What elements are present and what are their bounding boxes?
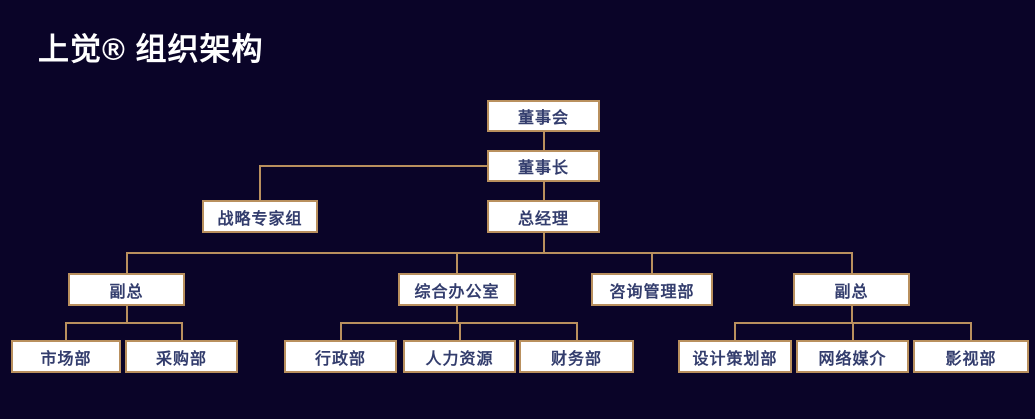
org-node-film-tv: 影视部 xyxy=(913,340,1029,373)
org-node-network-media: 网络媒介 xyxy=(796,340,909,373)
connector-line xyxy=(259,165,261,200)
org-node-deputy-gm-left: 副总 xyxy=(68,273,185,306)
org-node-chairman: 董事长 xyxy=(487,150,600,182)
connector-line xyxy=(340,323,342,340)
org-node-finance: 财务部 xyxy=(519,340,634,373)
connector-line xyxy=(852,323,854,340)
connector-line xyxy=(543,182,545,200)
org-node-board: 董事会 xyxy=(487,100,600,132)
page-title: 上觉® 组织架构 xyxy=(38,32,264,67)
org-node-consulting-management: 咨询管理部 xyxy=(591,273,713,306)
connector-line xyxy=(126,252,853,254)
connector-line xyxy=(543,132,545,150)
connector-line xyxy=(734,323,736,340)
org-node-human-resources: 人力资源 xyxy=(403,340,516,373)
connector-line xyxy=(126,306,128,323)
connector-line xyxy=(181,323,183,340)
org-node-marketing: 市场部 xyxy=(11,340,121,373)
connector-line xyxy=(459,323,461,340)
connector-line xyxy=(851,306,853,323)
connector-line xyxy=(456,253,458,273)
connector-line xyxy=(576,323,578,340)
connector-line xyxy=(456,306,458,323)
connector-line xyxy=(651,253,653,273)
org-node-administration: 行政部 xyxy=(284,340,397,373)
connector-line xyxy=(543,233,545,253)
connector-line xyxy=(65,322,183,324)
org-node-deputy-gm-right: 副总 xyxy=(793,273,910,306)
org-node-general-manager: 总经理 xyxy=(487,200,600,233)
org-node-procurement: 采购部 xyxy=(125,340,238,373)
connector-line xyxy=(970,323,972,340)
connector-line xyxy=(259,165,487,167)
connector-line xyxy=(851,253,853,273)
org-node-design-planning: 设计策划部 xyxy=(678,340,792,373)
org-node-general-office: 综合办公室 xyxy=(398,273,516,306)
org-node-strategy-experts: 战略专家组 xyxy=(202,200,318,233)
connector-line xyxy=(126,253,128,273)
connector-line xyxy=(65,323,67,340)
